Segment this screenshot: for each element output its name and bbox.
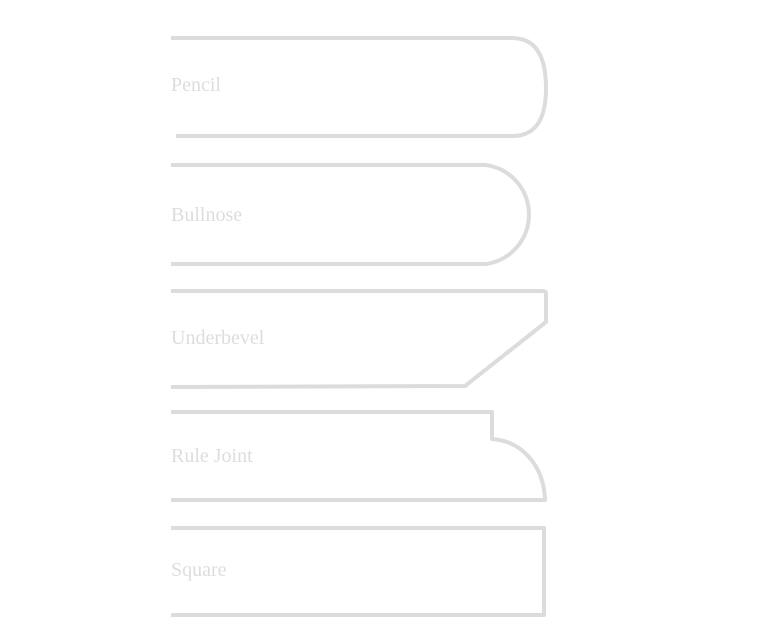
pencil-edge-shape [171,36,548,138]
bullnose-edge-shape [171,163,531,266]
square-edge-shape [171,526,546,617]
underbevel-edge-shape [170,289,548,389]
profile-bullnose: Bullnose [171,163,531,266]
profile-square: Square [171,526,546,617]
rule-joint-label: Rule Joint [171,445,253,467]
rule-joint-edge-shape [171,410,547,502]
bullnose-label: Bullnose [171,204,242,226]
underbevel-label: Underbevel [171,327,265,349]
pencil-label: Pencil [171,74,221,96]
square-label: Square [171,559,227,581]
profile-pencil: Pencil [171,36,548,138]
profile-underbevel: Underbevel [170,289,548,389]
profile-rule-joint: Rule Joint [171,410,547,502]
